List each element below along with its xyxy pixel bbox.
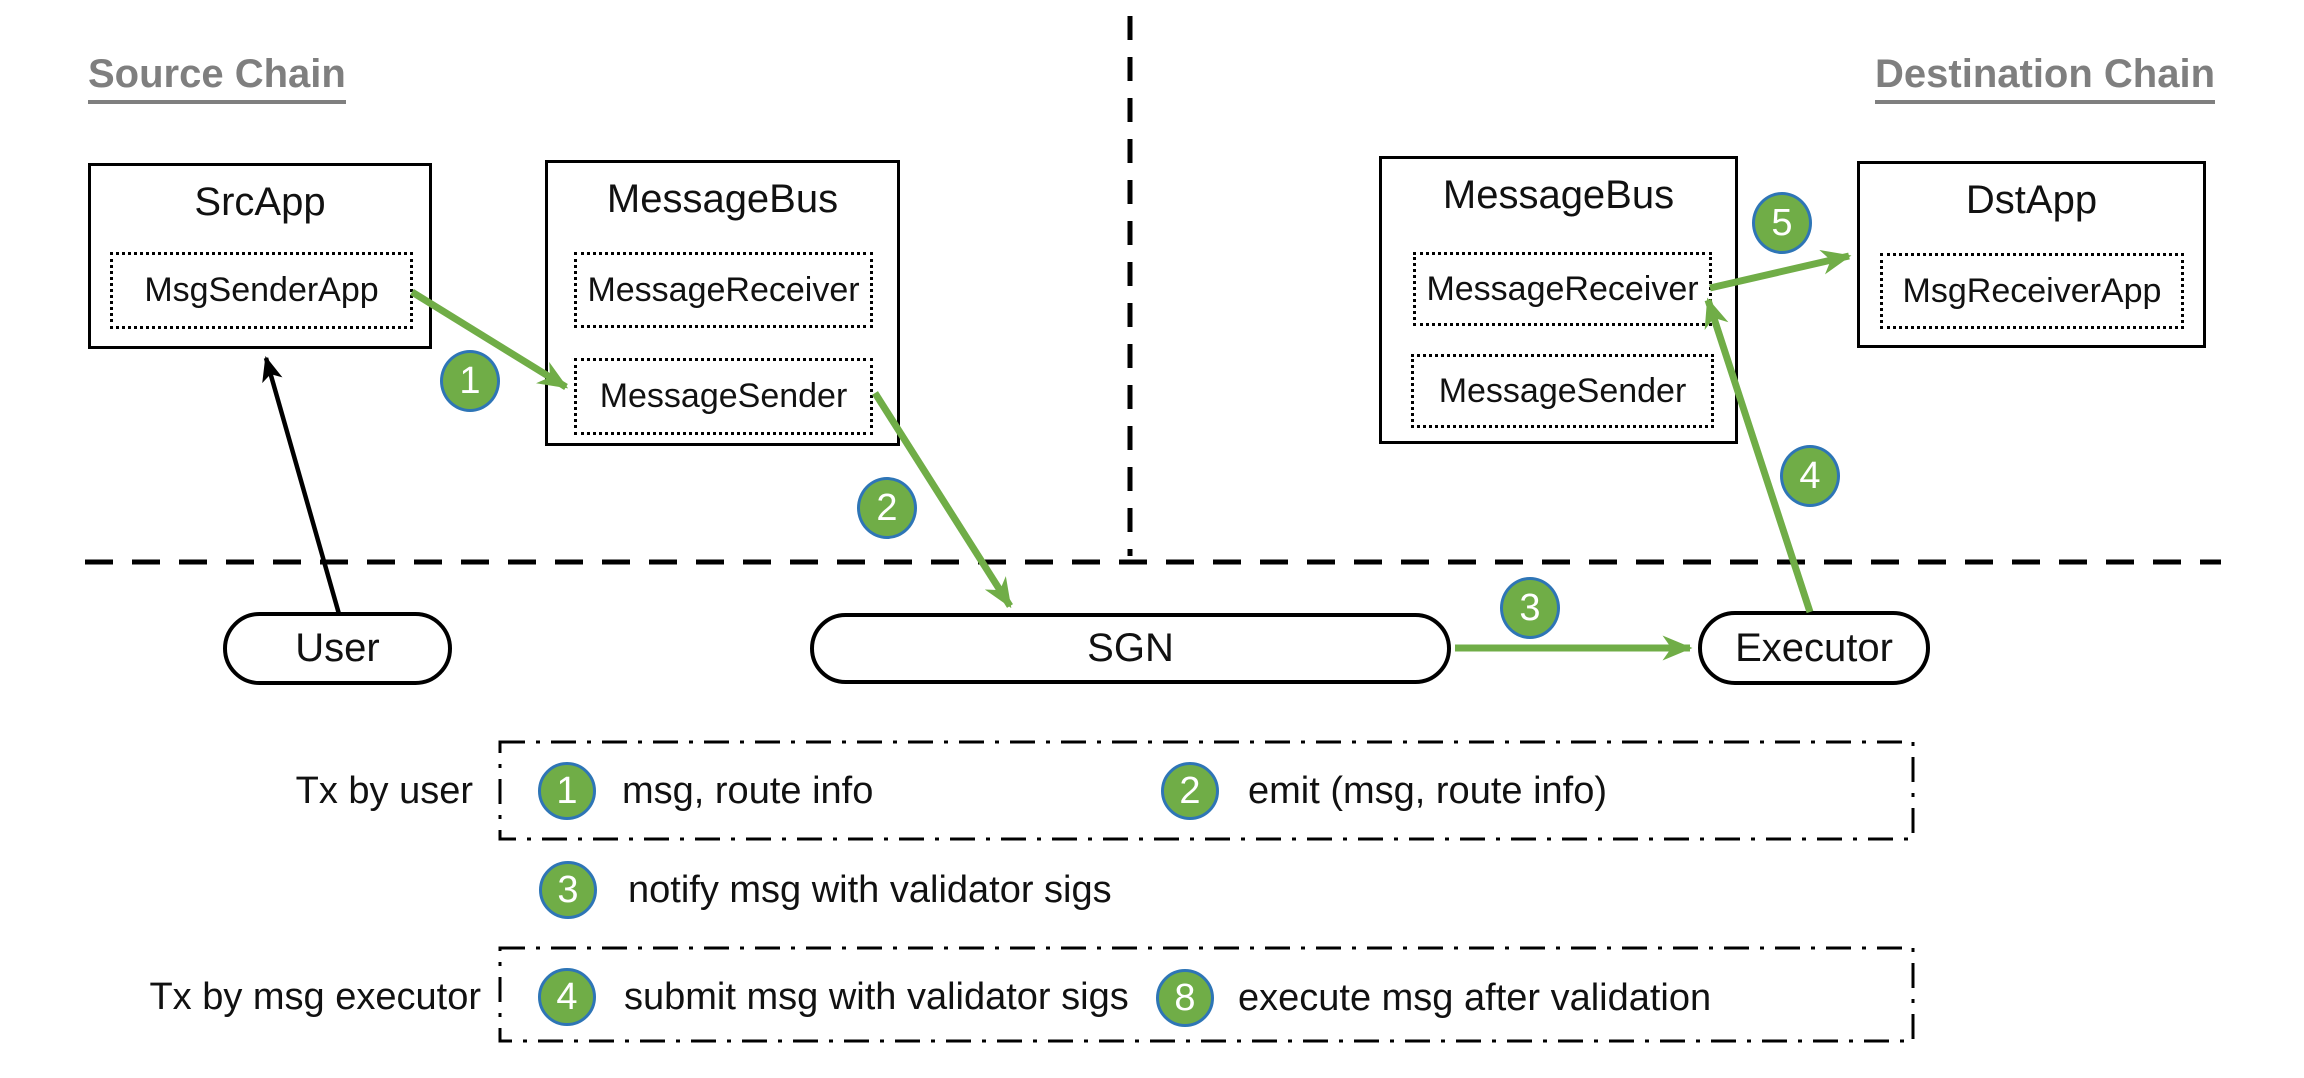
legend-item-1-text: msg, route info [622, 769, 874, 812]
message-sender-destination-label: MessageSender [1438, 371, 1687, 410]
src-app-title: SrcApp [194, 180, 326, 224]
message-bus-destination-title: MessageBus [1442, 173, 1675, 217]
legend-item-3-text: notify msg with validator sigs [628, 868, 1112, 911]
destination-chain-heading: Destination Chain [1875, 52, 2216, 104]
message-bus-source-title: MessageBus [606, 177, 839, 221]
step-3-number: 3 [1519, 586, 1541, 629]
user-to-srcapp-arrow [262, 355, 342, 615]
legend-item-2-badge: 2 [1161, 762, 1219, 820]
dst-app-box: DstApp MsgReceiverApp [1857, 161, 2206, 348]
step-1-badge: 1 [440, 350, 500, 412]
sgn-label: SGN [1087, 626, 1174, 670]
user-pill: User [223, 612, 452, 685]
message-receiver-source-box: MessageReceiver [574, 252, 873, 328]
legend-item-3-badge: 3 [539, 861, 597, 919]
legend-label-tx-by-msg-executor: Tx by msg executor [149, 975, 481, 1018]
step-4-number: 4 [1799, 454, 1821, 497]
message-receiver-destination-box: MessageReceiver [1413, 252, 1712, 326]
sgn-pill: SGN [810, 613, 1451, 684]
legend-item-8-badge: 8 [1156, 969, 1214, 1027]
message-bus-source-box: MessageBus MessageReceiver MessageSender [545, 160, 900, 446]
message-sender-source-label: MessageSender [599, 377, 848, 415]
step-5-number: 5 [1771, 201, 1793, 244]
legend-label-tx-by-user: Tx by user [295, 769, 473, 812]
source-chain-heading: Source Chain [88, 52, 346, 104]
legend-item-1-badge: 1 [538, 762, 596, 820]
message-sender-destination-box: MessageSender [1411, 354, 1714, 428]
msg-sender-app-box: MsgSenderApp [110, 252, 413, 329]
msg-receiver-app-box: MsgReceiverApp [1880, 253, 2184, 329]
legend-item-8-text: execute msg after validation [1238, 976, 1712, 1019]
msg-receiver-app-label: MsgReceiverApp [1902, 271, 2162, 310]
user-label: User [295, 626, 380, 670]
legend-item-4-number: 4 [556, 975, 578, 1018]
step-2-badge: 2 [857, 477, 917, 539]
message-bus-destination-box: MessageBus MessageReceiver MessageSender [1379, 156, 1738, 444]
legend-item-3-number: 3 [557, 868, 579, 911]
step-2-number: 2 [876, 486, 898, 529]
step-4-badge: 4 [1780, 445, 1840, 507]
legend-item-8-number: 8 [1174, 976, 1196, 1019]
legend-item-1-number: 1 [556, 769, 578, 812]
executor-pill: Executor [1698, 611, 1930, 685]
message-receiver-source-label: MessageReceiver [587, 270, 860, 309]
message-receiver-destination-label: MessageReceiver [1426, 269, 1699, 308]
msg-sender-app-label: MsgSenderApp [144, 271, 379, 309]
legend-item-4-text: submit msg with validator sigs [624, 975, 1129, 1018]
executor-label: Executor [1735, 625, 1893, 670]
step-5-badge: 5 [1752, 192, 1812, 254]
legend-item-2-number: 2 [1179, 769, 1201, 812]
dst-app-title: DstApp [1965, 178, 2098, 222]
step-3-badge: 3 [1500, 577, 1560, 639]
message-sender-source-box: MessageSender [574, 358, 873, 435]
step-1-number: 1 [459, 359, 481, 402]
legend-item-4-badge: 4 [538, 968, 596, 1026]
legend-item-2-text: emit (msg, route info) [1248, 769, 1607, 812]
src-app-box: SrcApp MsgSenderApp [88, 163, 432, 349]
